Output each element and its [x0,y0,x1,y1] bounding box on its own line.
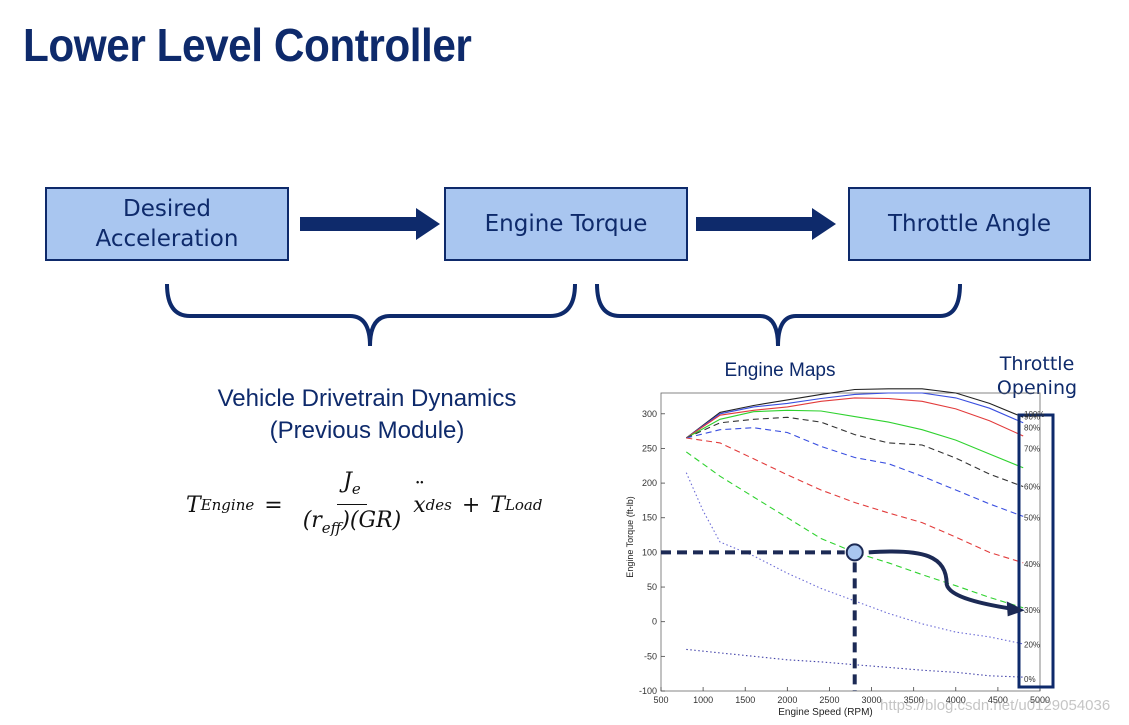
equation-accel: x [413,479,425,518]
equation-accel-sub: des [425,496,452,514]
operating-point [845,543,864,562]
equation-equals: = [264,492,283,518]
series-line [685,451,1024,609]
throttle-opening-line2: Opening [996,377,1078,399]
equation-load: T [490,492,505,518]
equation-fraction: Je (reff)(GR) [297,467,408,544]
series-line [686,437,1024,564]
desired-acceleration-line1: Desired [123,196,211,222]
series-line [686,416,1024,488]
throttle-opening-title: Throttle Opening [985,352,1089,400]
brace-right-icon [595,283,962,347]
x-tick-label: 5000 [1030,695,1050,705]
brace-left-icon [165,283,577,347]
throttle-angle-label: Throttle Angle [888,211,1051,237]
throttle-label: 30% [1024,606,1040,615]
series-line [685,388,1024,439]
x-tick-label: 1500 [735,695,755,705]
equation-den-sub: eff [321,518,342,537]
drivetrain-caption: Vehicle Drivetrain Dynamics (Previous Mo… [167,383,567,447]
equation-plus: + [461,492,481,518]
throttle-opening-box [1017,413,1055,689]
throttle-label: 0% [1024,675,1036,684]
equation-num-symbol: J [343,468,352,494]
equation-load-sub: Load [504,496,543,514]
desired-acceleration-box: Desired Acceleration [45,187,289,261]
arrow-right-icon [696,208,836,240]
equation-lhs: T [186,492,201,518]
drivetrain-caption-line2: (Previous Module) [269,417,465,444]
y-tick-label: 300 [642,409,657,419]
throttle-label: 20% [1024,641,1040,650]
y-tick-label: -50 [644,651,657,661]
arrow-right-icon [300,208,440,240]
throttle-label: 80% [1024,424,1040,433]
throttle-label: 60% [1024,483,1040,492]
engine-maps-title: Engine Maps [724,360,836,381]
throttle-label: 50% [1024,514,1040,523]
y-tick-label: 200 [642,478,657,488]
desired-acceleration-line2: Acceleration [95,226,239,252]
throttle-opening-line1: Throttle [999,353,1075,375]
arrow-head-icon [1006,601,1025,617]
watermark: https://blog.csdn.net/u0129054036 [880,697,1111,714]
drivetrain-caption-line1: Vehicle Drivetrain Dynamics [217,385,517,412]
slide-title: Lower Level Controller [23,19,472,71]
plot-frame [660,392,1041,692]
x-tick-label: 2000 [777,695,797,705]
throttle-label: 90% [1024,413,1040,422]
throttle-mapping-curve [868,549,1011,611]
x-tick-label: 3500 [904,695,924,705]
x-tick-label: 4000 [946,695,966,705]
engine-torque-box: Engine Torque [444,187,688,261]
engine-torque-label: Engine Torque [484,211,648,237]
equation-numerator: Je [337,467,367,505]
y-tick-label: 100 [642,547,657,557]
y-tick-label: -100 [639,686,657,696]
y-tick-label: 250 [642,443,657,453]
x-tick-label: 2500 [819,695,839,705]
equation-denominator: (reff)(GR) [297,505,408,544]
y-tick-label: 150 [642,513,657,523]
x-tick-label: 4500 [988,695,1008,705]
throttle-label: 70% [1024,444,1040,453]
y-axis-label: Engine Torque (ft-lb) [625,496,635,577]
equation-num-sub: e [351,479,361,498]
series-line [686,427,1024,517]
equation-lhs-sub: Engine [200,496,255,514]
series-line [686,409,1024,469]
x-tick-label: 1000 [693,695,713,705]
throttle-angle-box: Throttle Angle [848,187,1091,261]
series-line [685,392,1024,439]
x-axis-label: Engine Speed (RPM) [778,707,873,718]
throttle-label: 40% [1024,560,1040,569]
equation-den-pre: (r [302,507,322,533]
y-tick-label: 50 [647,582,657,592]
series-line [685,397,1024,439]
y-tick-label: 0 [652,617,657,627]
x-tick-label: 3000 [862,695,882,705]
throttle-label: 100% [1024,410,1044,419]
equation-den-post: )(GR) [341,507,402,533]
x-tick-label: 500 [653,695,668,705]
